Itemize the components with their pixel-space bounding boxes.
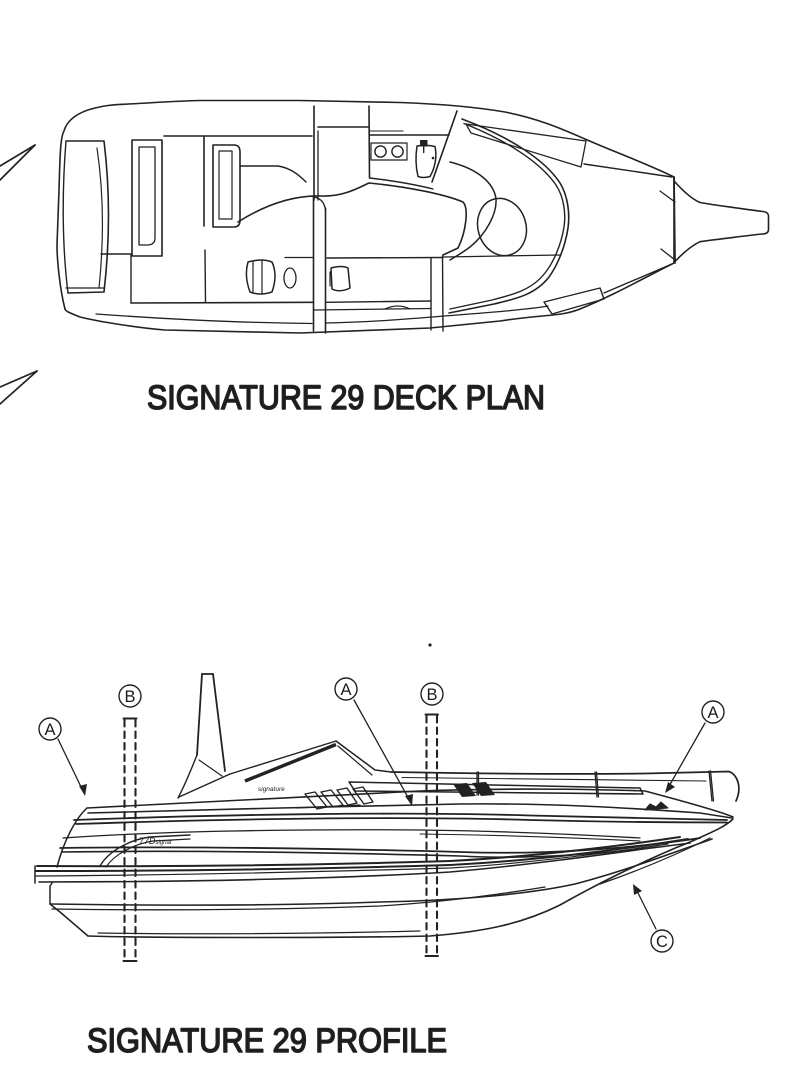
svg-text:B: B: [426, 686, 437, 704]
svg-text:A: A: [340, 681, 351, 699]
svg-text:B: B: [124, 688, 135, 706]
svg-text:A: A: [707, 704, 718, 722]
svg-text:C: C: [656, 933, 668, 951]
svg-text:SIGNATURE 29 PROFILE: SIGNATURE 29 PROFILE: [87, 1022, 447, 1060]
svg-text:A: A: [44, 721, 55, 739]
svg-text:signature: signature: [258, 786, 285, 793]
svg-text:SIGNATURE 29 DECK PLAN: SIGNATURE 29 DECK PLAN: [147, 379, 545, 417]
